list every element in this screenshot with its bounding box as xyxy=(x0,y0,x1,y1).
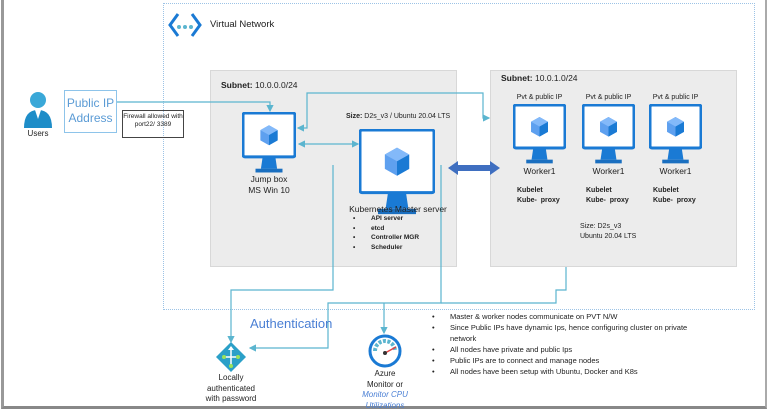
worker-name: Worker1 xyxy=(592,166,625,176)
component-item: Controller MGR xyxy=(353,233,419,243)
vnet-title: Virtual Network xyxy=(210,19,275,30)
note-item: Since Public IPs have dynamic Ips, hence… xyxy=(432,322,702,344)
user-icon xyxy=(24,92,52,128)
authentication-title: Authentication xyxy=(250,316,333,331)
users-label: Users xyxy=(27,129,49,138)
master-vm-icon xyxy=(359,129,435,215)
note-item: All nodes have private and public Ips xyxy=(432,344,702,355)
jumpbox-vm-icon xyxy=(242,112,296,173)
worker-ip-label: Pvt & public IP xyxy=(652,94,699,101)
subnet-workers-label: Subnet: 10.0.1.0/24 xyxy=(501,73,578,83)
master-label: Kubernetes Master server xyxy=(349,204,447,214)
virtual-network-icon xyxy=(168,13,202,37)
subnet-master-label: Subnet: 10.0.0.0/24 xyxy=(221,80,298,90)
virtual-network-boundary xyxy=(163,3,755,310)
component-item: Scheduler xyxy=(353,243,419,253)
worker-name: Worker1 xyxy=(659,166,692,176)
master-components: API server etcd Controller MGR Scheduler xyxy=(353,214,419,252)
firewall-box: Firewall allowed with port22/ 3389 xyxy=(122,110,184,138)
component-item: etcd xyxy=(353,224,419,234)
master-size: Size: D2s_v3 / Ubuntu 20.04 LTS xyxy=(346,113,451,120)
component-item: API server xyxy=(353,214,419,224)
azure-monitor-icon xyxy=(368,334,402,368)
worker-vm-icon xyxy=(649,104,702,164)
worker-name: Worker1 xyxy=(523,166,556,176)
public-ip-box: Public IP Address xyxy=(64,90,117,133)
subnet-workers xyxy=(490,70,737,267)
notes-list: Master & worker nodes communicate on PVT… xyxy=(432,311,702,377)
authentication-icon xyxy=(216,342,246,372)
master-worker-arrow xyxy=(448,161,500,175)
note-item: Public IPs are to connect and manage nod… xyxy=(432,355,702,366)
note-item: Master & worker nodes communicate on PVT… xyxy=(432,311,702,322)
worker-vm-icon xyxy=(513,104,566,164)
note-item: All nodes have been setup with Ubuntu, D… xyxy=(432,366,702,377)
worker-ip-label: Pvt & public IP xyxy=(516,94,563,101)
worker-ip-label: Pvt & public IP xyxy=(585,94,632,101)
worker-vm-icon xyxy=(582,104,635,164)
